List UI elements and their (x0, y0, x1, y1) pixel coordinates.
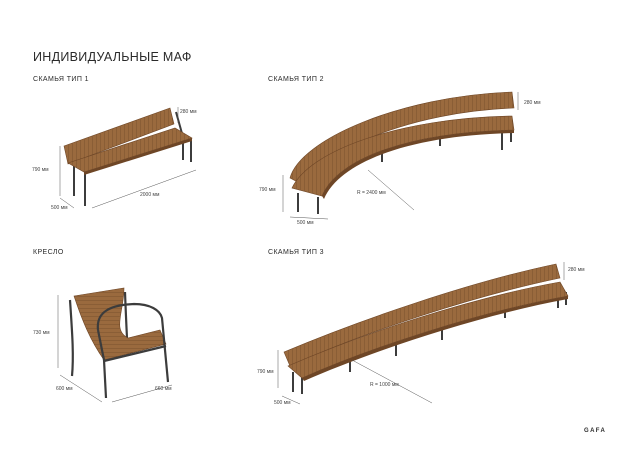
page-title: ИНДИВИДУАЛЬНЫЕ МАФ (33, 50, 192, 64)
bench2-radius-dim: R = 2400 мм (357, 190, 386, 196)
brand-logo: GAFA (584, 428, 607, 434)
bench2-back-dim: 280 мм (524, 100, 541, 106)
armchair-illustration (57, 287, 173, 403)
bench3-depth-dim: 500 мм (274, 400, 291, 406)
bench-type-2-illustration (282, 91, 519, 220)
bench-type-3-illustration (277, 262, 569, 405)
bench-type-1-illustration (59, 107, 197, 209)
bench1-length-dim: 2000 мм (140, 192, 160, 198)
armchair-height-dim: 730 мм (33, 330, 50, 336)
bench3-back-dim: 280 мм (568, 267, 585, 273)
bench2-depth-dim: 500 мм (297, 220, 314, 226)
armchair-label: КРЕСЛО (33, 249, 64, 256)
bench1-depth-dim: 500 мм (51, 205, 68, 211)
bench-type-3-label: СКАМЬЯ ТИП 3 (268, 249, 324, 256)
bench-type-2-label: СКАМЬЯ ТИП 2 (268, 76, 324, 83)
bench3-height-dim: 790 мм (257, 369, 274, 375)
bench1-height-dim: 790 мм (32, 167, 49, 173)
bench1-back-dim: 280 мм (180, 109, 197, 115)
armchair-depth-dim: 600 мм (56, 386, 73, 392)
bench3-radius-dim: R = 1000 мм (370, 382, 399, 388)
bench-type-1-label: СКАМЬЯ ТИП 1 (33, 76, 89, 83)
bench2-height-dim: 790 мм (259, 187, 276, 193)
armchair-width-dim: 660 мм (155, 386, 172, 392)
